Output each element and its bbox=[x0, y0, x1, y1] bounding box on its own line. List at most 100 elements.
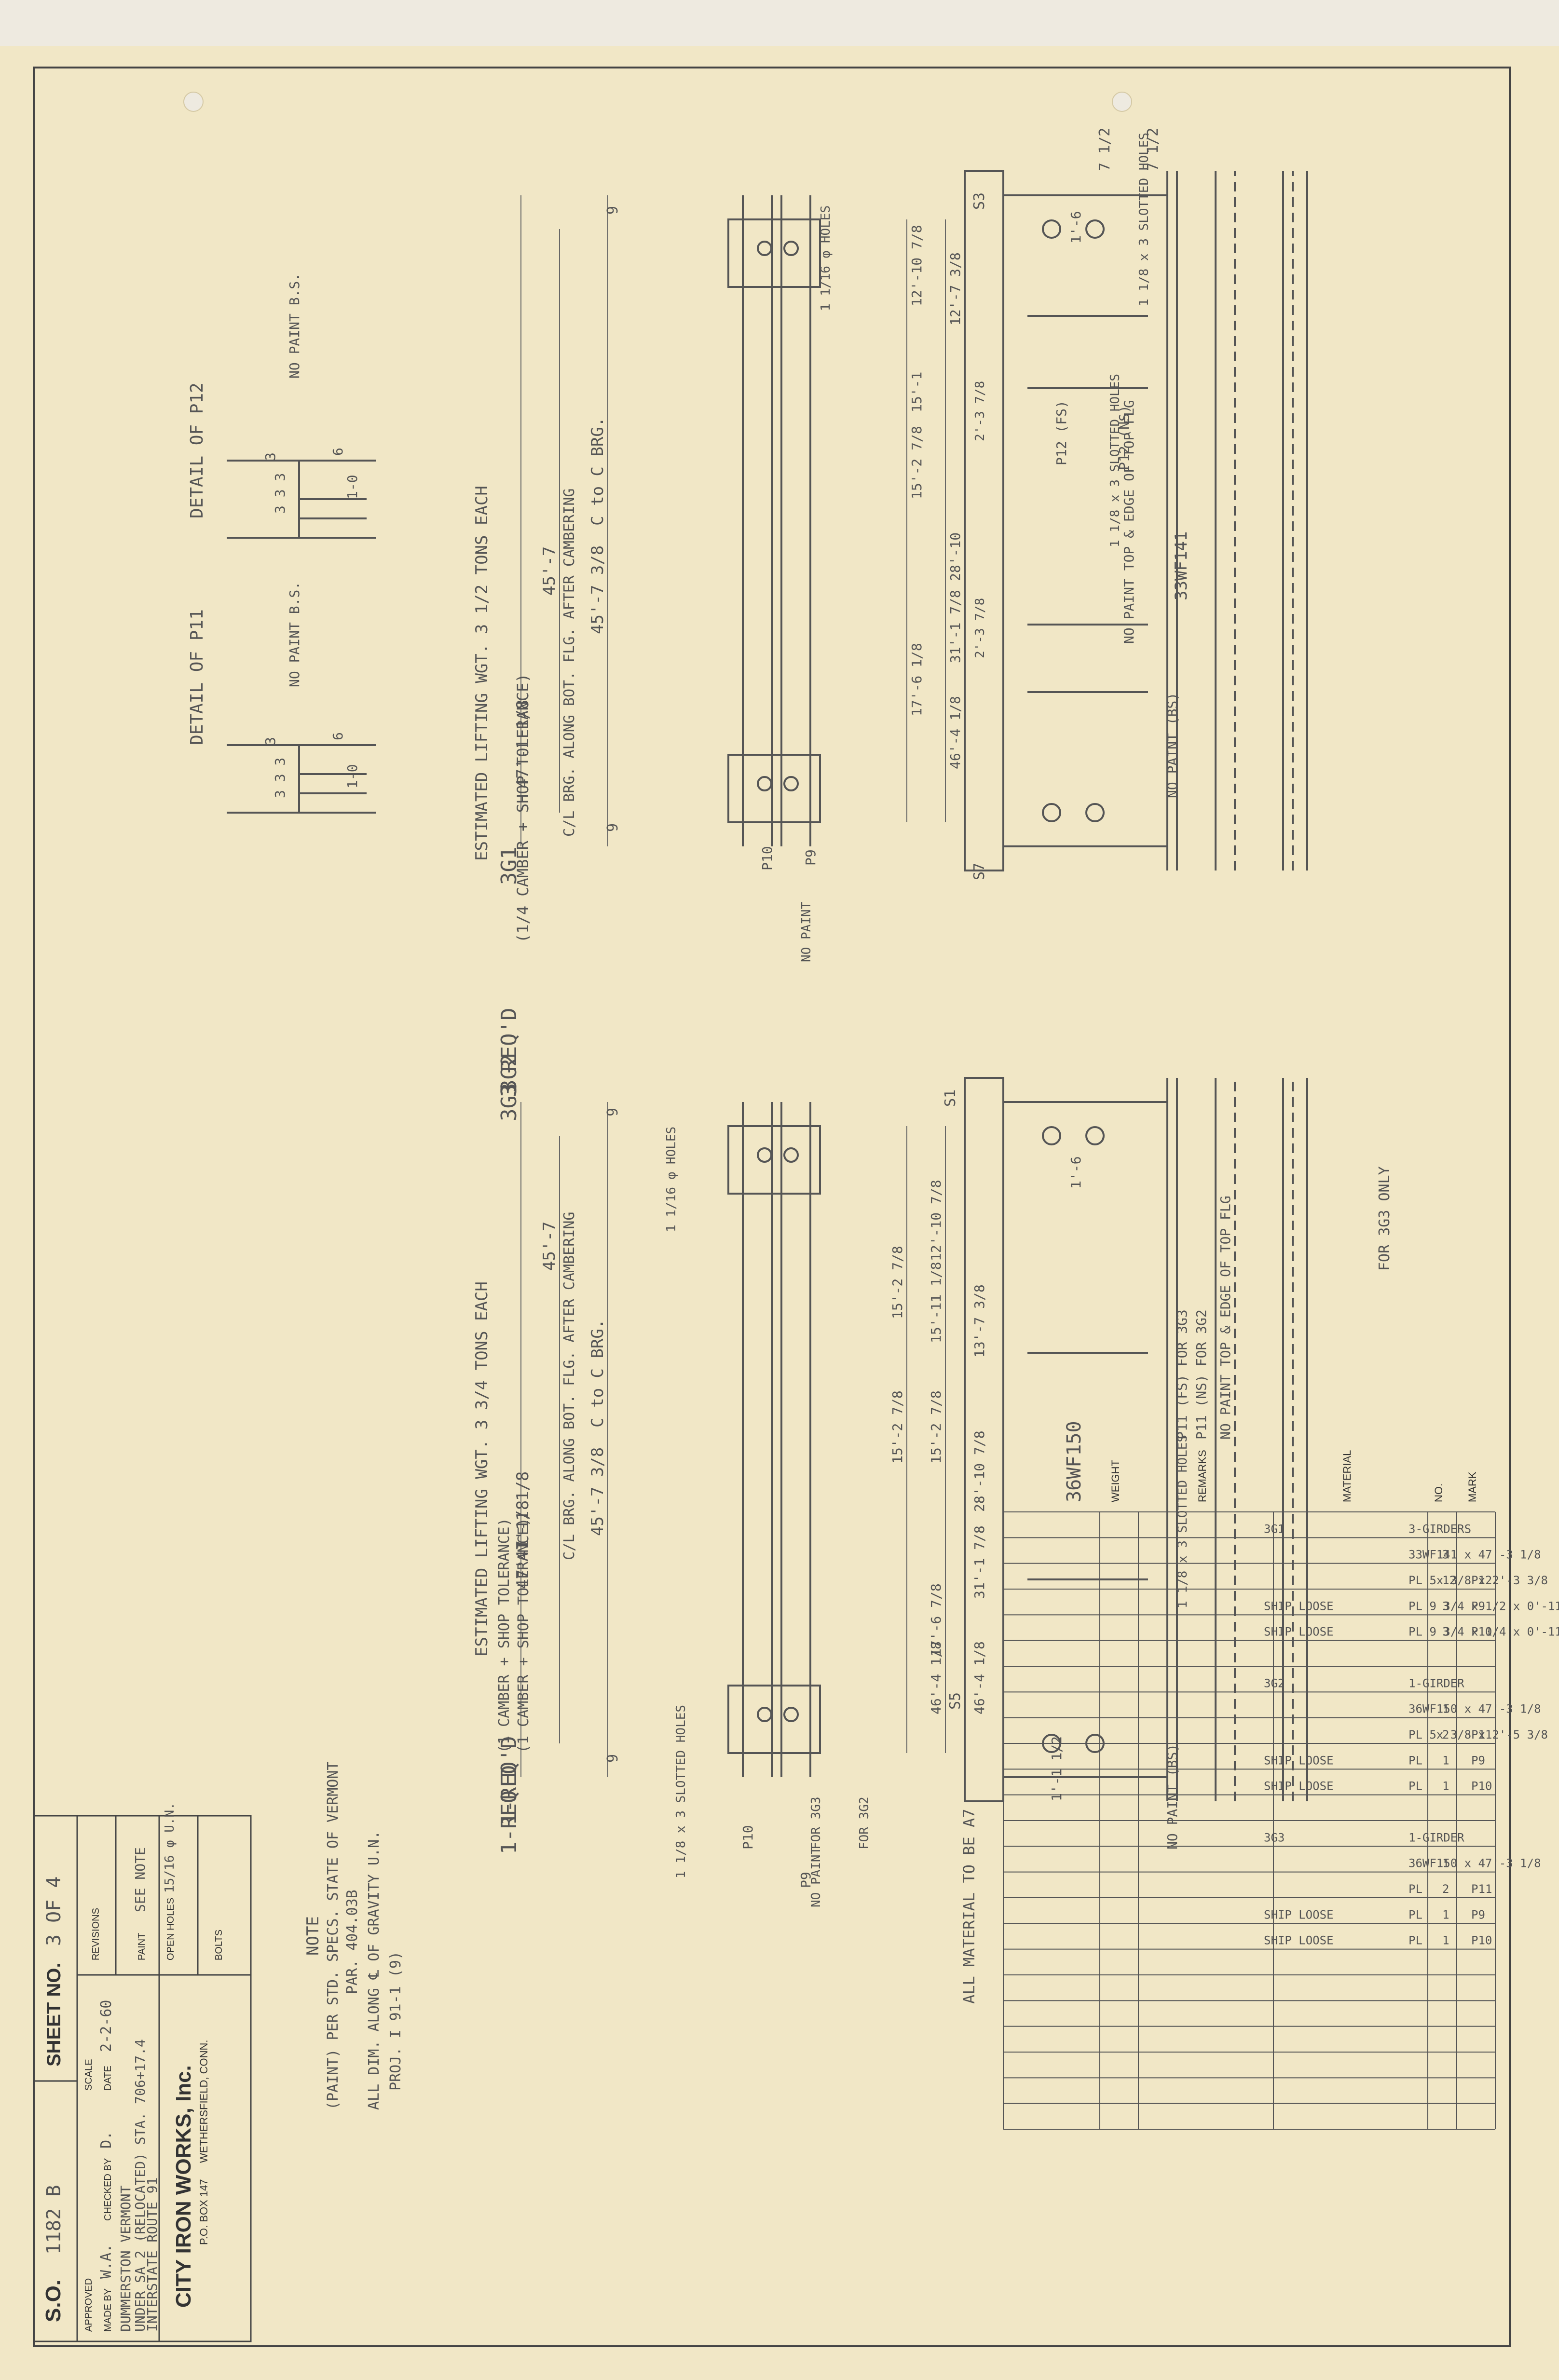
req-3g3: 1-REQ'D bbox=[497, 1765, 521, 1854]
g2-slotted: 1 1/8 x 3 SLOTTED HOLES bbox=[1176, 1435, 1190, 1608]
detail-p12-d4: 3 3 3 bbox=[272, 473, 288, 514]
bom-remarks: SHIP LOOSE bbox=[1264, 1908, 1334, 1921]
bolts-label: BOLTS bbox=[214, 1930, 224, 1960]
bom-no: 12 bbox=[1442, 1574, 1456, 1587]
g1-p10: P10 bbox=[759, 846, 775, 870]
bom-no: 3 bbox=[1442, 1548, 1449, 1562]
g2-dim-web-4: 15'-2 7/8 bbox=[889, 1390, 905, 1464]
bom-header: MATERIAL bbox=[1341, 1450, 1353, 1502]
company-name: CITY IRON WORKS, Inc. bbox=[172, 2065, 195, 2308]
g1-dim-top-2: 7 1/2 bbox=[1145, 128, 1162, 171]
paint-value: SEE NOTE bbox=[132, 1847, 148, 1912]
g1-no-paint: NO PAINT bbox=[799, 901, 814, 962]
g1-p12ns: P12 (NS) bbox=[1116, 405, 1132, 470]
revisions-label: REVISIONS bbox=[91, 1908, 101, 1960]
g2-p9: P9 bbox=[798, 1872, 814, 1888]
g2-dim-web-6: 28'-10 7/8 bbox=[971, 1430, 987, 1512]
note-line-3: ALL DIM. ALONG ℄ OF GRAVITY U.N. bbox=[366, 1831, 383, 2110]
bom-header: REMARKS bbox=[1196, 1450, 1208, 1502]
bom-header: WEIGHT bbox=[1109, 1460, 1121, 1502]
bom-mark: P10 bbox=[1471, 1625, 1492, 1639]
drawing-sheet bbox=[0, 46, 1559, 2380]
bom-remarks: SHIP LOOSE bbox=[1264, 1934, 1334, 1947]
bom-material: PL bbox=[1409, 1754, 1422, 1767]
g1-dim-web-1: 12'-7 3/8 bbox=[947, 252, 963, 326]
company-address: P.O. BOX 147 bbox=[198, 2179, 210, 2245]
g1-holes: 1 1/16 φ HOLES bbox=[819, 205, 833, 311]
mark-3g3: 3G3 bbox=[497, 1083, 521, 1121]
bom-mark: P9 bbox=[1471, 1754, 1485, 1767]
bom-header: MARK bbox=[1466, 1471, 1478, 1502]
bom-mark: P12 bbox=[1471, 1574, 1492, 1587]
g1-dim-web-5: 31'-1 7/8 bbox=[947, 590, 963, 663]
punch-hole bbox=[183, 92, 204, 112]
req-3g1: 3 REQ'D bbox=[497, 1008, 521, 1097]
g1-p12fs: P12 (FS) bbox=[1053, 400, 1069, 465]
g1-slotted: 1 1/8 x 3 SLOTTED HOLES bbox=[1137, 133, 1151, 306]
detail-p12-d1: 3 bbox=[262, 452, 278, 461]
detail-p11-d1: 3 bbox=[262, 737, 278, 745]
bom-remarks: 3G3 bbox=[1264, 1831, 1285, 1844]
g1-dim-web-4: 28'-10 bbox=[947, 532, 963, 581]
checked-by: D. bbox=[98, 2131, 115, 2149]
bom-remarks: SHIP LOOSE bbox=[1264, 1754, 1334, 1767]
bom-no: 2 bbox=[1442, 1728, 1449, 1741]
g2-len-bottom: 45'-7 bbox=[540, 1222, 559, 1271]
bill-of-materials: MARKNO.MATERIALREMARKSWEIGHT3-GIRDERS3G1… bbox=[960, 1450, 1559, 2130]
g1-dim-top-1: 7 1/2 bbox=[1096, 128, 1113, 171]
project-line-2: UNDER SA 2 (RELOCATED) STA. 706+17.4 bbox=[132, 2039, 148, 2332]
g1-nine-2: 9 bbox=[604, 823, 621, 832]
g2-slotted-2: 1 1/8 x 3 SLOTTED HOLES bbox=[674, 1705, 688, 1878]
bom-material: PL 5x 3/8 x 2'-3 3/8 bbox=[1409, 1574, 1548, 1587]
made-by: W.A. bbox=[98, 2244, 115, 2279]
g1-brg: 45'-7 3/8 C to C BRG. bbox=[588, 417, 607, 634]
bom-no: 1 bbox=[1442, 1754, 1449, 1767]
g2-section: 36WF150 bbox=[1063, 1421, 1085, 1502]
g2-lift: ESTIMATED LIFTING WGT. 3 3/4 TONS EACH bbox=[472, 1281, 492, 1657]
bom-material: PL 9 3/4 x 1/4 x 0'-11 1/8 bbox=[1409, 1625, 1559, 1639]
sheet-number: 3 OF 4 bbox=[43, 1877, 65, 1946]
detail-p12-note: NO PAINT B.S. bbox=[287, 273, 302, 379]
g1-s3: S3 bbox=[971, 192, 988, 210]
g2-s1: S1 bbox=[942, 1089, 959, 1107]
bom-mark: P9 bbox=[1471, 1908, 1485, 1921]
detail-p11-d3: 1-0 bbox=[344, 764, 360, 789]
g2-camber: (1 CAMBER + SHOP TOLERANCE) bbox=[515, 1518, 532, 1753]
bom-remarks: SHIP LOOSE bbox=[1264, 1780, 1334, 1793]
sheet-label: SHEET NO. bbox=[43, 1962, 65, 2067]
note-line-1: (PAINT) PER STD. SPECS. STATE OF VERMONT bbox=[325, 1762, 342, 2110]
detail-p11-note: NO PAINT B.S. bbox=[287, 582, 302, 687]
note-heading: NOTE bbox=[303, 1916, 323, 1956]
g2-dim-web-3: 13'-7 3/8 bbox=[971, 1284, 987, 1358]
bom-remarks: SHIP LOOSE bbox=[1264, 1599, 1334, 1613]
bom-material: PL bbox=[1409, 1882, 1422, 1896]
bom-material: 3-GIRDERS bbox=[1409, 1522, 1471, 1536]
bom-footer: ALL MATERIAL TO BE A7 bbox=[960, 1809, 978, 2004]
bom-no: 1 bbox=[1442, 1702, 1449, 1716]
g2-nine-1: 9 bbox=[604, 1108, 621, 1116]
approved-label: APPROVED bbox=[83, 2278, 94, 2332]
bom-remarks: SHIP LOOSE bbox=[1264, 1625, 1334, 1639]
g2-overall-2: 47'-1 1/8 bbox=[513, 1500, 533, 1589]
scale-label: SCALE bbox=[83, 2059, 94, 2091]
project-line-1: INTERSTATE ROUTE 91 bbox=[144, 2177, 160, 2332]
girder-3g2-3g3: 3G2 3G3 1-REQ'D 1-REQ'D 45'-7 3/8 C to C… bbox=[472, 1054, 1393, 1907]
g2-no-paint-top: NO PAINT TOP & EDGE OF TOP FLG bbox=[1217, 1196, 1233, 1440]
border-frame bbox=[33, 67, 1511, 2347]
punch-hole bbox=[1112, 92, 1132, 112]
g2-p10: P10 bbox=[740, 1825, 756, 1850]
bom-mark: P11 bbox=[1471, 1728, 1492, 1741]
g1-no-paint-bs: NO PAINT (BS) bbox=[1164, 693, 1180, 798]
bom-material: 1-GIRDER bbox=[1409, 1676, 1464, 1690]
g2-dim-16: 1'-6 bbox=[1068, 1156, 1084, 1189]
detail-p11-title: DETAIL OF P11 bbox=[187, 609, 207, 745]
g1-dim-web-8: 2'-3 7/8 bbox=[973, 381, 987, 441]
g2-dim-web-0: 15'-2 7/8 bbox=[889, 1246, 905, 1319]
g1-lift: ESTIMATED LIFTING WGT. 3 1/2 TONS EACH bbox=[472, 486, 492, 861]
made-by-label: MADE BY bbox=[103, 2288, 113, 2332]
so-label: S.O. bbox=[41, 2280, 65, 2322]
g1-dim-web-7: 46'-4 1/8 bbox=[947, 696, 963, 769]
g2-no-paint-bs: NO PAINT (BS) bbox=[1164, 1744, 1180, 1850]
bom-remarks: 3G1 bbox=[1264, 1522, 1285, 1536]
